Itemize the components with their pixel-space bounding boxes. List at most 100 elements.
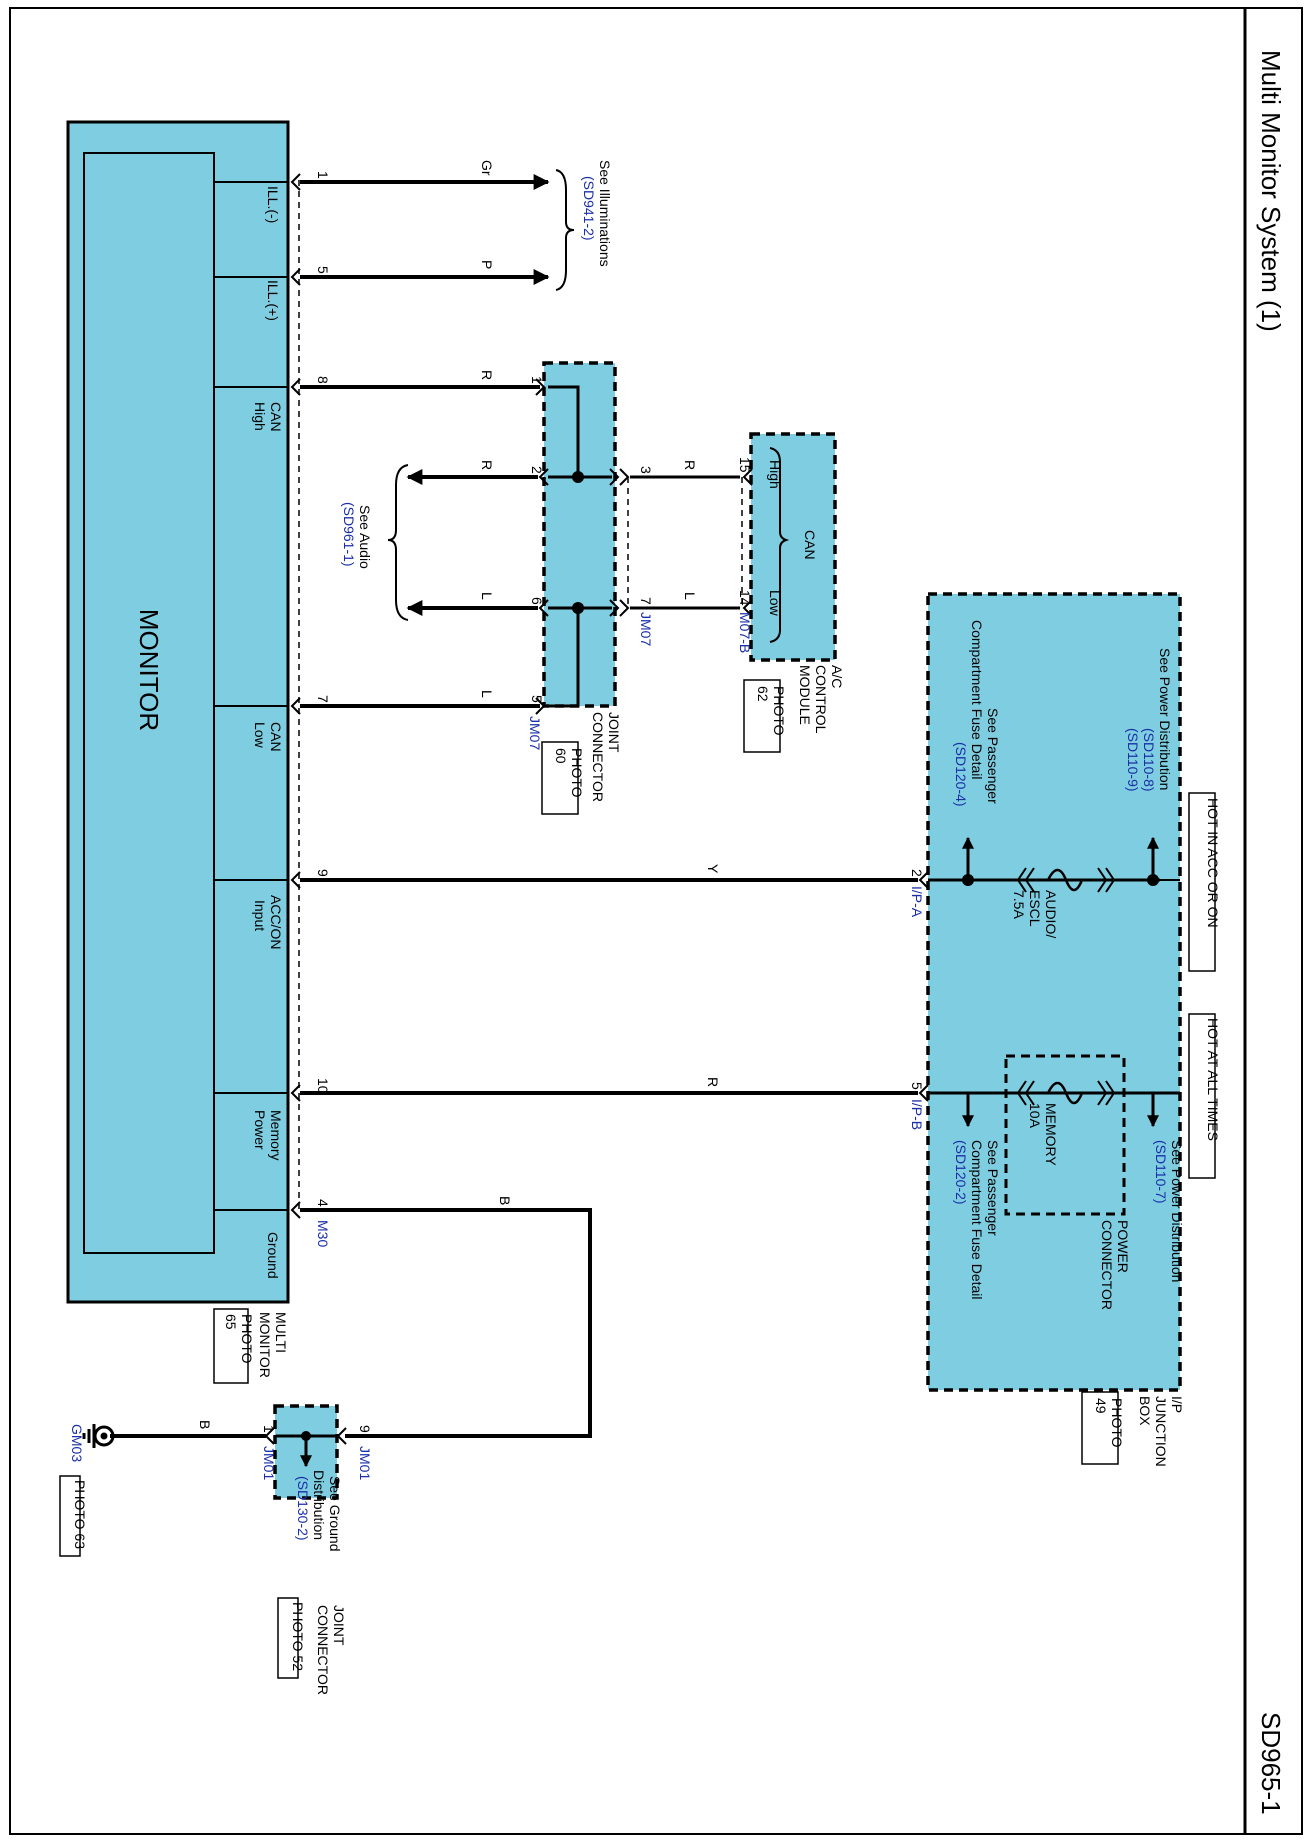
jm01-pin-1: 1 (261, 1425, 277, 1433)
wire-color-ground-2: B (197, 1420, 213, 1429)
svg-text:5: 5 (529, 695, 545, 703)
ip-conn-a: I/P-A (909, 886, 925, 918)
wire-color-ill-pos: P (479, 260, 495, 269)
ac-pin-numbers: 15 14 (737, 457, 753, 606)
svg-text:(SD110-8): (SD110-8) (1141, 728, 1157, 792)
power-distribution-reference-1: See Power Distribution (SD110-8) (SD110-… (1125, 648, 1173, 792)
ground-distribution-reference: See Ground Distribution (SD130-2) (295, 1470, 343, 1552)
svg-text:1: 1 (529, 376, 545, 384)
svg-text:49: 49 (1093, 1398, 1109, 1414)
ip-junction-box-name: I/P JUNCTION BOX (1137, 1396, 1185, 1467)
svg-text:Compartment Fuse Detail: Compartment Fuse Detail (969, 620, 985, 780)
svg-text:65: 65 (223, 1314, 239, 1330)
monitor-label: MONITOR (134, 609, 164, 731)
monitor-name: MULTI MONITOR (257, 1312, 289, 1378)
svg-text:AUDIO/: AUDIO/ (1043, 890, 1059, 938)
ac-photo: PHOTO 62 (755, 686, 787, 736)
svg-text:(SD961-1): (SD961-1) (341, 502, 357, 567)
pin-label-acc-1: ACC/ON (268, 895, 284, 949)
ip-photo: PHOTO 49 (1093, 1398, 1125, 1448)
ac-photo-box (743, 679, 781, 753)
passenger-fuse-reference-2: See Passenger Compartment Fuse Detail (S… (953, 1140, 1001, 1300)
svg-text:3: 3 (638, 466, 654, 474)
svg-text:POWER: POWER (1115, 1220, 1131, 1273)
pin-label-can-low-1: CAN (268, 722, 284, 752)
passenger-fuse-reference-1: See Passenger Compartment Fuse Detail (S… (953, 620, 1001, 807)
svg-text:MONITOR: MONITOR (257, 1312, 273, 1378)
hot-acc-label: HOT IN ACC OR ON (1205, 798, 1221, 928)
wire-color-can-low: L (479, 690, 495, 698)
ground-id: GM03 (69, 1424, 85, 1462)
hot-acc-box (1188, 792, 1216, 972)
ac-connector-id: M07-B (737, 612, 753, 653)
svg-text:(SD120-2): (SD120-2) (953, 1140, 969, 1205)
svg-text:PHOTO: PHOTO (239, 1314, 255, 1364)
illumination-brace (555, 169, 575, 291)
pin-label-ill-pos: ILL.(+) (265, 280, 281, 321)
svg-text:(SD120-4): (SD120-4) (953, 742, 969, 807)
ac-can-brace (769, 447, 790, 643)
page-frame (9, 7, 1303, 1835)
hot-all-box (1188, 1013, 1216, 1179)
svg-text:PHOTO: PHOTO (569, 748, 585, 798)
svg-text:See Passenger: See Passenger (985, 708, 1001, 804)
svg-text:JUNCTION: JUNCTION (1153, 1396, 1169, 1467)
page-code: SD965-1 (1256, 1712, 1286, 1815)
ip-a-chevron (918, 871, 929, 889)
wire-color-ill-neg: Gr (479, 160, 495, 176)
svg-text:JOINT: JOINT (331, 1605, 347, 1646)
ip-junction-box (926, 592, 1182, 1392)
jm01-pin-9: 9 (357, 1425, 373, 1433)
ground-photo: PHOTO 63 (72, 1480, 88, 1549)
jm01-connector-id-2: JM01 (261, 1446, 277, 1480)
monitor-pin-stubs (214, 181, 288, 1211)
fuse-memory-symbol (1016, 1080, 1116, 1106)
svg-text:5: 5 (315, 266, 331, 274)
pin-label-acc-2: Input (252, 900, 268, 931)
wire-color-ac-low: L (682, 592, 698, 600)
pin-label-can-high-1: CAN (268, 402, 284, 432)
monitor-connector-chevrons (290, 173, 301, 1219)
svg-text:I/P: I/P (1169, 1396, 1185, 1413)
ip-conn-b: I/P-B (909, 1099, 925, 1130)
jm01-photo-box (277, 1597, 299, 1679)
svg-text:MULTI: MULTI (273, 1312, 289, 1353)
svg-text:BOX: BOX (1137, 1396, 1153, 1426)
ip-photo-box (1081, 1391, 1119, 1465)
wire-color-memory: R (705, 1077, 721, 1087)
power-distribution-reference-2: See Power Distribution (SD110-7) (1153, 1140, 1185, 1282)
page-title: Multi Monitor System (1) (1256, 50, 1286, 332)
svg-text:CONNECTOR: CONNECTOR (1099, 1220, 1115, 1310)
svg-text:See Power Distribution: See Power Distribution (1169, 1140, 1185, 1282)
svg-text:6: 6 (529, 597, 545, 605)
audio-brace (387, 464, 409, 621)
svg-text:See Audio: See Audio (357, 505, 373, 569)
pin-label-mem-1: Memory (268, 1110, 284, 1161)
pin-label-can-low-2: Low (252, 722, 268, 749)
ac-control-module-box (749, 432, 837, 662)
wire-color-ground-1: B (497, 1196, 513, 1205)
jm07-connector-id-1: JM07 (638, 612, 654, 646)
svg-text:(SD110-9): (SD110-9) (1125, 728, 1141, 792)
svg-text:4: 4 (315, 1199, 331, 1207)
svg-text:15: 15 (737, 457, 753, 473)
ac-chevrons (742, 468, 753, 617)
wire-color-can-high: R (479, 370, 495, 380)
ip-pin-b: 5 (909, 1082, 925, 1090)
monitor-pin-labels: ILL.(-) ILL.(+) CAN High CAN Low ACC/ON … (252, 186, 284, 1279)
fuse-audio-escl-symbol (1016, 867, 1116, 893)
svg-text:See Ground: See Ground (327, 1476, 343, 1552)
jm07-splice-low (572, 602, 584, 614)
svg-text:10: 10 (315, 1078, 331, 1094)
svg-text:7: 7 (638, 597, 654, 605)
pin-label-ill-neg: ILL.(-) (265, 186, 281, 223)
svg-text:MEMORY: MEMORY (1043, 1103, 1059, 1166)
svg-text:See Illuminations: See Illuminations (597, 160, 613, 267)
svg-text:Compartment Fuse Detail: Compartment Fuse Detail (969, 1140, 985, 1300)
svg-text:(SD110-7): (SD110-7) (1153, 1140, 1169, 1204)
svg-text:2: 2 (529, 466, 545, 474)
jm07-photo: PHOTO 60 (553, 748, 585, 798)
audio-reference: See Audio (SD961-1) (341, 502, 373, 569)
wire-color-acc: Y (705, 864, 721, 874)
svg-text:A/C: A/C (829, 665, 845, 688)
